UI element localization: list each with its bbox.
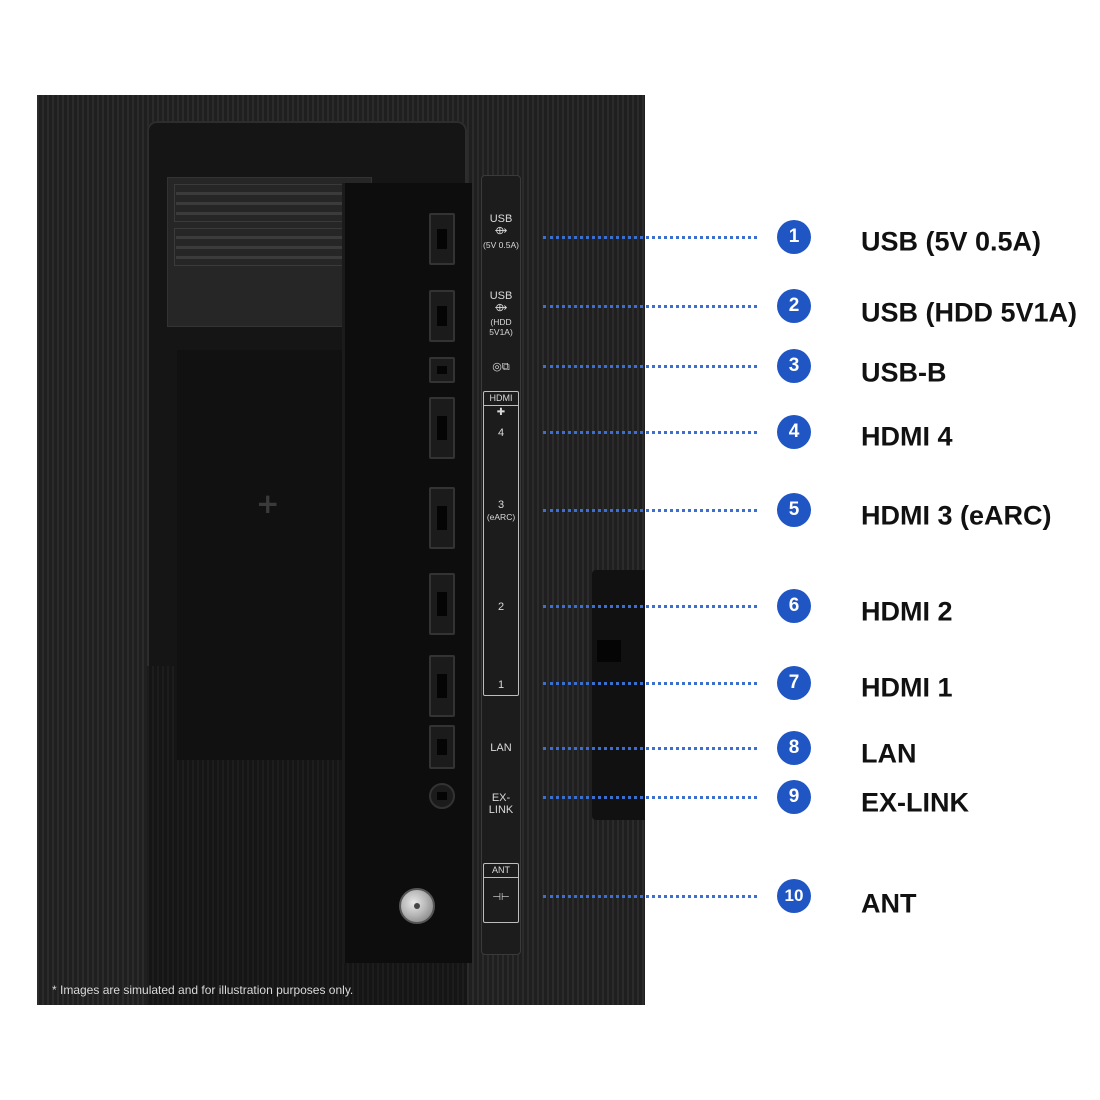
callout-label-4: HDMI 4: [861, 421, 953, 452]
hdmi-3-sub: (eARC): [486, 512, 516, 522]
leader-line-6: [543, 605, 757, 608]
usb-b-icon: ◎⧉: [492, 361, 510, 373]
usb-2-spec: (HDD 5V1A): [489, 317, 513, 337]
leader-line-9: [543, 796, 757, 799]
leader-line-3: [543, 365, 757, 368]
usb-1-spec: (5V 0.5A): [483, 240, 519, 250]
callout-badge-8: 8: [777, 731, 811, 765]
hdmi-3-number: 3: [497, 499, 505, 511]
tv-back-panel: + USB ⟴ (5V 0.5A) USB ⟴ (HDD 5V1A) ◎⧉ HD…: [37, 95, 645, 1005]
leader-line-1: [543, 236, 757, 239]
callout-label-7: HDMI 1: [861, 672, 953, 703]
callout-badge-10: 10: [777, 879, 811, 913]
coax-connector-icon: [399, 888, 435, 924]
callout-badge-7: 7: [777, 666, 811, 700]
sticker-line: [176, 246, 363, 249]
hdmi-port-4: [429, 397, 455, 459]
sticker-line: [176, 202, 363, 205]
exlink-port: [429, 783, 455, 809]
callout-badge-5: 5: [777, 493, 811, 527]
sticker-line: [176, 236, 363, 239]
callout-label-9: EX-LINK: [861, 787, 969, 818]
usb-1-title: USB: [489, 213, 513, 225]
usb-port-1: [429, 213, 455, 265]
ant-port-group: ANT ⊣⊢: [483, 863, 519, 923]
wall-mount-block: [177, 350, 367, 760]
leader-line-5: [543, 509, 757, 512]
port-label-strip: [481, 175, 521, 955]
hdmi-port-1: [429, 655, 455, 717]
leader-line-2: [543, 305, 757, 308]
regulatory-label-sticker: [167, 177, 372, 327]
hdmi-2-number: 2: [497, 601, 505, 613]
callout-label-1: USB (5V 0.5A): [861, 226, 1042, 257]
exlink-label: EX-LINK: [488, 792, 514, 816]
side-bracket: [592, 570, 645, 820]
callout-badge-9: 9: [777, 780, 811, 814]
callout-label-5: HDMI 3 (eARC): [861, 500, 1052, 531]
sticker-line: [176, 256, 363, 259]
antenna-icon: ⊣⊢: [492, 892, 510, 903]
hdmi-port-3: [429, 487, 455, 549]
usb-icon: ⟴: [494, 302, 508, 314]
callout-label-6: HDMI 2: [861, 596, 953, 627]
hdmi-4-number: 4: [497, 427, 505, 439]
usb-2-title: USB: [489, 290, 513, 302]
callout-label-10: ANT: [861, 888, 917, 919]
lan-port: [429, 725, 455, 769]
ant-header: ANT: [484, 864, 518, 878]
callout-badge-2: 2: [777, 289, 811, 323]
callout-badge-3: 3: [777, 349, 811, 383]
callout-label-2: USB (HDD 5V1A): [861, 297, 1078, 328]
hdmi-port-group: HDMI ✚: [483, 391, 519, 696]
usb-port-2: [429, 290, 455, 342]
callout-badge-4: 4: [777, 415, 811, 449]
callout-badge-1: 1: [777, 220, 811, 254]
leader-line-10: [543, 895, 757, 898]
callout-badge-6: 6: [777, 589, 811, 623]
leader-line-7: [543, 682, 757, 685]
hdmi-port-2: [429, 573, 455, 635]
leader-line-4: [543, 431, 757, 434]
leader-line-8: [543, 747, 757, 750]
sticker-line: [176, 212, 363, 215]
usb-icon: ⟴: [494, 225, 508, 237]
usb-b-port: [429, 357, 455, 383]
sticker-line: [176, 192, 363, 195]
disclaimer-text: * Images are simulated and for illustrat…: [52, 983, 354, 997]
callout-label-8: LAN: [861, 738, 917, 769]
lan-label: LAN: [490, 742, 512, 754]
hdmi-1-number: 1: [497, 679, 505, 691]
gamepad-icon: ✚: [496, 407, 506, 418]
callout-label-3: USB-B: [861, 357, 947, 388]
hdmi-header: HDMI: [484, 392, 518, 406]
